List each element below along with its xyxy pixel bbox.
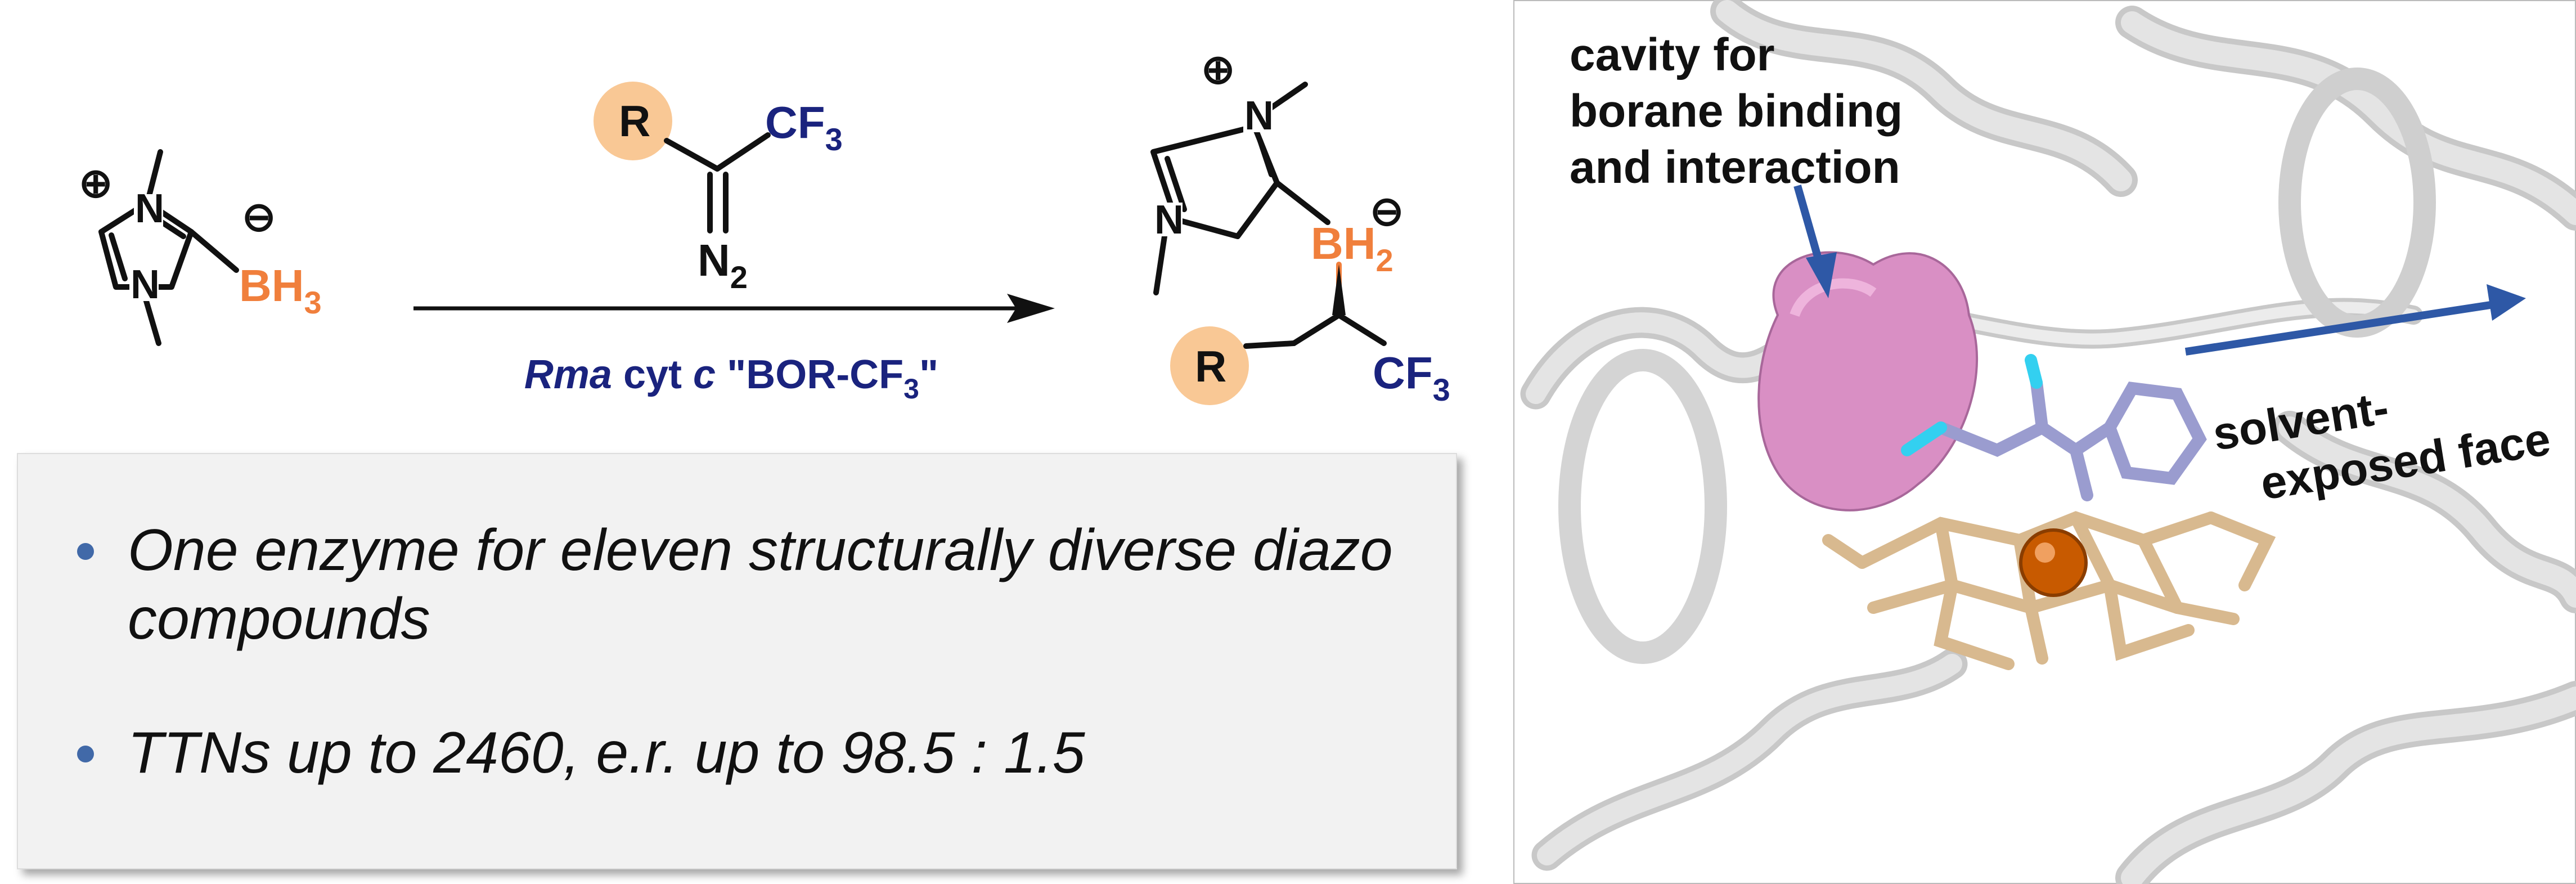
r-group-circle <box>594 82 672 160</box>
ribbon-helix-left <box>1558 349 1727 664</box>
highlights-box: One enzyme for eleven structurally diver… <box>17 453 1457 869</box>
cavity-label-line-1: cavity for <box>1570 29 1775 80</box>
protein-ribbons <box>1520 0 2576 884</box>
product-negative-charge: ⊖ <box>1370 189 1404 234</box>
n-bottom-label: N <box>131 262 160 307</box>
stereo-wedge <box>1332 264 1346 315</box>
bullet-dot-icon <box>77 746 94 762</box>
n-top-label: N <box>135 186 164 231</box>
catalyst-label: Rma cyt c "BOR-CF3" <box>524 352 938 405</box>
n2-label: N2 <box>698 235 748 295</box>
product-positive-charge: ⊕ <box>1201 47 1235 92</box>
fluorine-bond-2 <box>2025 354 2043 389</box>
product-ring-double-bond-2 <box>1257 138 1274 177</box>
iron-atom <box>2019 528 2088 597</box>
c-cf3-bond <box>714 132 771 172</box>
product-borane: N N ⊕ ⊖ BH2 R CF3 <box>1150 47 1450 407</box>
highlight-item-1: One enzyme for eleven structurally diver… <box>77 516 1416 653</box>
product-c-r-bond <box>1291 312 1342 346</box>
ring-double-bond <box>109 232 128 281</box>
highlight-text-1: One enzyme for eleven structurally diver… <box>128 518 1393 652</box>
reactant-nhc-borane: N N ⊕ ⊖ BH3 <box>79 149 322 346</box>
bullet-dot-icon <box>77 543 94 560</box>
reaction-arrow <box>413 294 1055 323</box>
product-cf3-label: CF3 <box>1373 348 1450 407</box>
annotation-arrows <box>1793 185 2526 356</box>
product-r-circle <box>1170 326 1249 405</box>
positive-charge: ⊕ <box>79 161 113 206</box>
cf3-label: CF3 <box>765 97 843 157</box>
product-n-methyl-bottom <box>1153 234 1167 295</box>
cavity-arrow <box>1793 185 1824 266</box>
protein-structure-panel: cavity for borane binding and interactio… <box>1513 0 2576 884</box>
highlight-text-2: TTNs up to 2460, e.r. up to 98.5 : 1.5 <box>128 720 1085 786</box>
product-c-cf3-bond <box>1336 312 1387 346</box>
solvent-arrow <box>2184 300 2499 356</box>
product-r-bond-stub <box>1243 340 1297 349</box>
c-b-bond <box>188 229 239 273</box>
product-n-top: N <box>1244 93 1274 138</box>
borane-label: BH3 <box>239 261 322 320</box>
fluorine-bond <box>1901 421 1947 456</box>
product-c-b-bond <box>1274 180 1330 225</box>
product-ring-double-bond <box>1165 156 1187 212</box>
r-c-bond <box>664 138 720 172</box>
r-group-label: R <box>619 96 650 146</box>
product-r-label: R <box>1195 342 1226 391</box>
negative-charge: ⊖ <box>242 195 276 240</box>
product-n-bottom: N <box>1154 198 1184 243</box>
carbene-ligand <box>1901 354 2207 501</box>
product-borane-label: BH2 <box>1311 218 1393 278</box>
diazo-reagent: R CF3 N2 <box>594 82 843 295</box>
cavity-label-line-3: and interaction <box>1570 142 1900 193</box>
highlight-item-2: TTNs up to 2460, e.r. up to 98.5 : 1.5 <box>77 719 1416 787</box>
cavity-label-line-2: borane binding <box>1570 86 1903 137</box>
arrow-head <box>1007 294 1055 323</box>
reaction-scheme: N N ⊕ ⊖ BH3 R CF3 N2 Rma cyt c "BOR-CF3" <box>79 47 1450 407</box>
